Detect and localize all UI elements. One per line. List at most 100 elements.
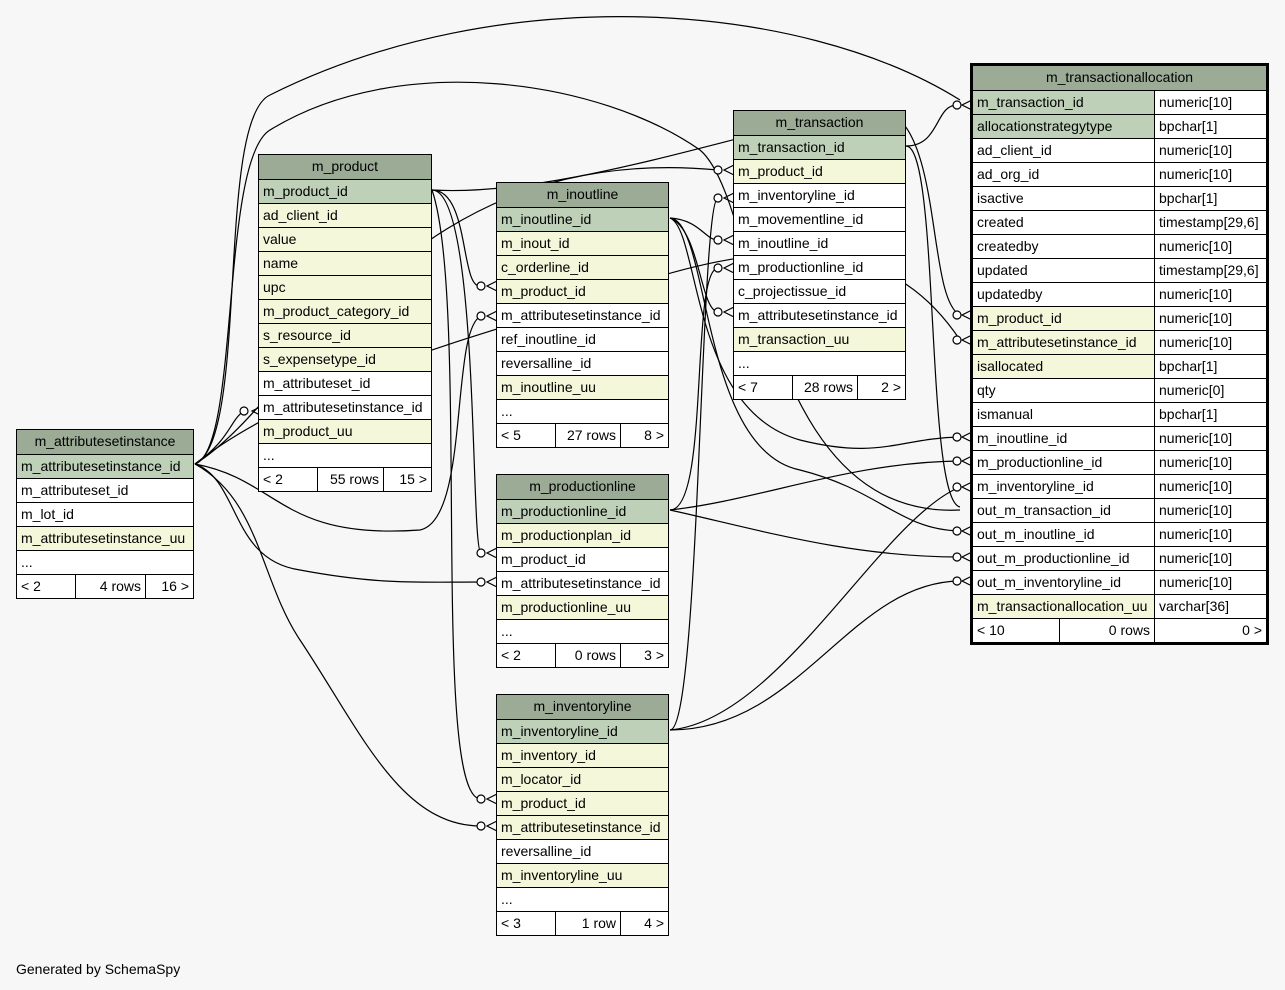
column-row[interactable]: m_inout_id	[497, 231, 668, 255]
table-header[interactable]: m_inventoryline	[497, 695, 668, 719]
column-row[interactable]: ...	[497, 887, 668, 911]
column-row[interactable]: m_attributesetinstance_id	[734, 303, 905, 327]
column-row[interactable]: m_inoutline_uu	[497, 375, 668, 399]
column-row[interactable]: m_product_category_id	[259, 299, 431, 323]
column-row[interactable]: m_productionline_uu	[497, 595, 668, 619]
column-row[interactable]: m_productionline_id	[734, 255, 905, 279]
column-row[interactable]: m_attributesetinstance_id	[17, 454, 193, 478]
table-header[interactable]: m_attributesetinstance	[17, 430, 193, 454]
column-row[interactable]: reversalline_id	[497, 351, 668, 375]
column-row[interactable]: s_resource_id	[259, 323, 431, 347]
column-row[interactable]: m_attributesetinstance_id	[497, 571, 668, 595]
column-row[interactable]: m_inventoryline_uu	[497, 863, 668, 887]
children-link[interactable]: 3 >	[620, 644, 668, 667]
column-row[interactable]: m_product_id	[497, 547, 668, 571]
column-row[interactable]: m_productionplan_id	[497, 523, 668, 547]
column-row[interactable]: ...	[734, 351, 905, 375]
children-link[interactable]: 2 >	[857, 376, 905, 399]
column-row[interactable]: ...	[497, 619, 668, 643]
table-header[interactable]: m_transaction	[734, 111, 905, 135]
column-row[interactable]: ...	[17, 550, 193, 574]
column-row[interactable]: m_attributesetinstance_id	[497, 303, 668, 327]
column-row[interactable]: c_projectissue_id	[734, 279, 905, 303]
column-row[interactable]: ...	[497, 399, 668, 423]
column-row[interactable]: name	[259, 251, 431, 275]
children-link[interactable]: 15 >	[383, 468, 431, 491]
column-row[interactable]: reversalline_id	[497, 839, 668, 863]
column-row[interactable]: m_transaction_uu	[734, 327, 905, 351]
parents-link[interactable]: < 7	[738, 379, 758, 395]
column-row[interactable]: m_locator_id	[497, 767, 668, 791]
column-row[interactable]: m_product_id	[497, 279, 668, 303]
column-row[interactable]: m_attributeset_id	[259, 371, 431, 395]
column-row[interactable]: m_movementline_id	[734, 207, 905, 231]
column-row[interactable]: ref_inoutline_id	[497, 327, 668, 351]
column-row[interactable]: s_expensetype_id	[259, 347, 431, 371]
column-row[interactable]: m_product_uu	[259, 419, 431, 443]
parents-link[interactable]: < 2	[21, 578, 41, 594]
column-row[interactable]: m_lot_id	[17, 502, 193, 526]
column-row[interactable]: m_productionline_id	[497, 499, 668, 523]
column-row[interactable]: m_inventory_id	[497, 743, 668, 767]
column-row[interactable]: m_inventoryline_id	[497, 719, 668, 743]
column-row[interactable]: ...	[259, 443, 431, 467]
children-link[interactable]: 4 >	[620, 912, 668, 935]
parents-link[interactable]: < 2	[263, 471, 283, 487]
table-header[interactable]: m_product	[259, 155, 431, 179]
parents-link[interactable]: < 10	[977, 622, 1005, 638]
column-row[interactable]: m_transaction_id	[734, 135, 905, 159]
column-row[interactable]: m_product_id	[734, 159, 905, 183]
column-row[interactable]: m_attributeset_id	[17, 478, 193, 502]
column-row[interactable]: value	[259, 227, 431, 251]
column-row[interactable]: ad_client_id	[259, 203, 431, 227]
column-row[interactable]: upc	[259, 275, 431, 299]
column-row[interactable]: m_attributesetinstance_uu	[17, 526, 193, 550]
children-link[interactable]: 8 >	[620, 424, 668, 447]
table-header[interactable]: m_productionline	[497, 475, 668, 499]
column-row[interactable]: m_attributesetinstance_id	[259, 395, 431, 419]
table-header[interactable]: m_transactionallocation	[973, 66, 1266, 90]
column-row[interactable]: m_inoutline_id	[734, 231, 905, 255]
column-row[interactable]: m_inoutline_id	[497, 207, 668, 231]
column-row[interactable]: m_attributesetinstance_id	[497, 815, 668, 839]
parents-link[interactable]: < 3	[501, 915, 521, 931]
column-row[interactable]: m_product_id	[497, 791, 668, 815]
table-header[interactable]: m_inoutline	[497, 183, 668, 207]
column-row[interactable]: m_product_id	[259, 179, 431, 203]
parents-link[interactable]: < 5	[501, 427, 521, 443]
children-link[interactable]: 0 >	[1154, 619, 1266, 642]
column-row[interactable]: c_orderline_id	[497, 255, 668, 279]
children-link[interactable]: 16 >	[145, 575, 193, 598]
parents-link[interactable]: < 2	[501, 647, 521, 663]
column-row[interactable]: m_inventoryline_id	[734, 183, 905, 207]
